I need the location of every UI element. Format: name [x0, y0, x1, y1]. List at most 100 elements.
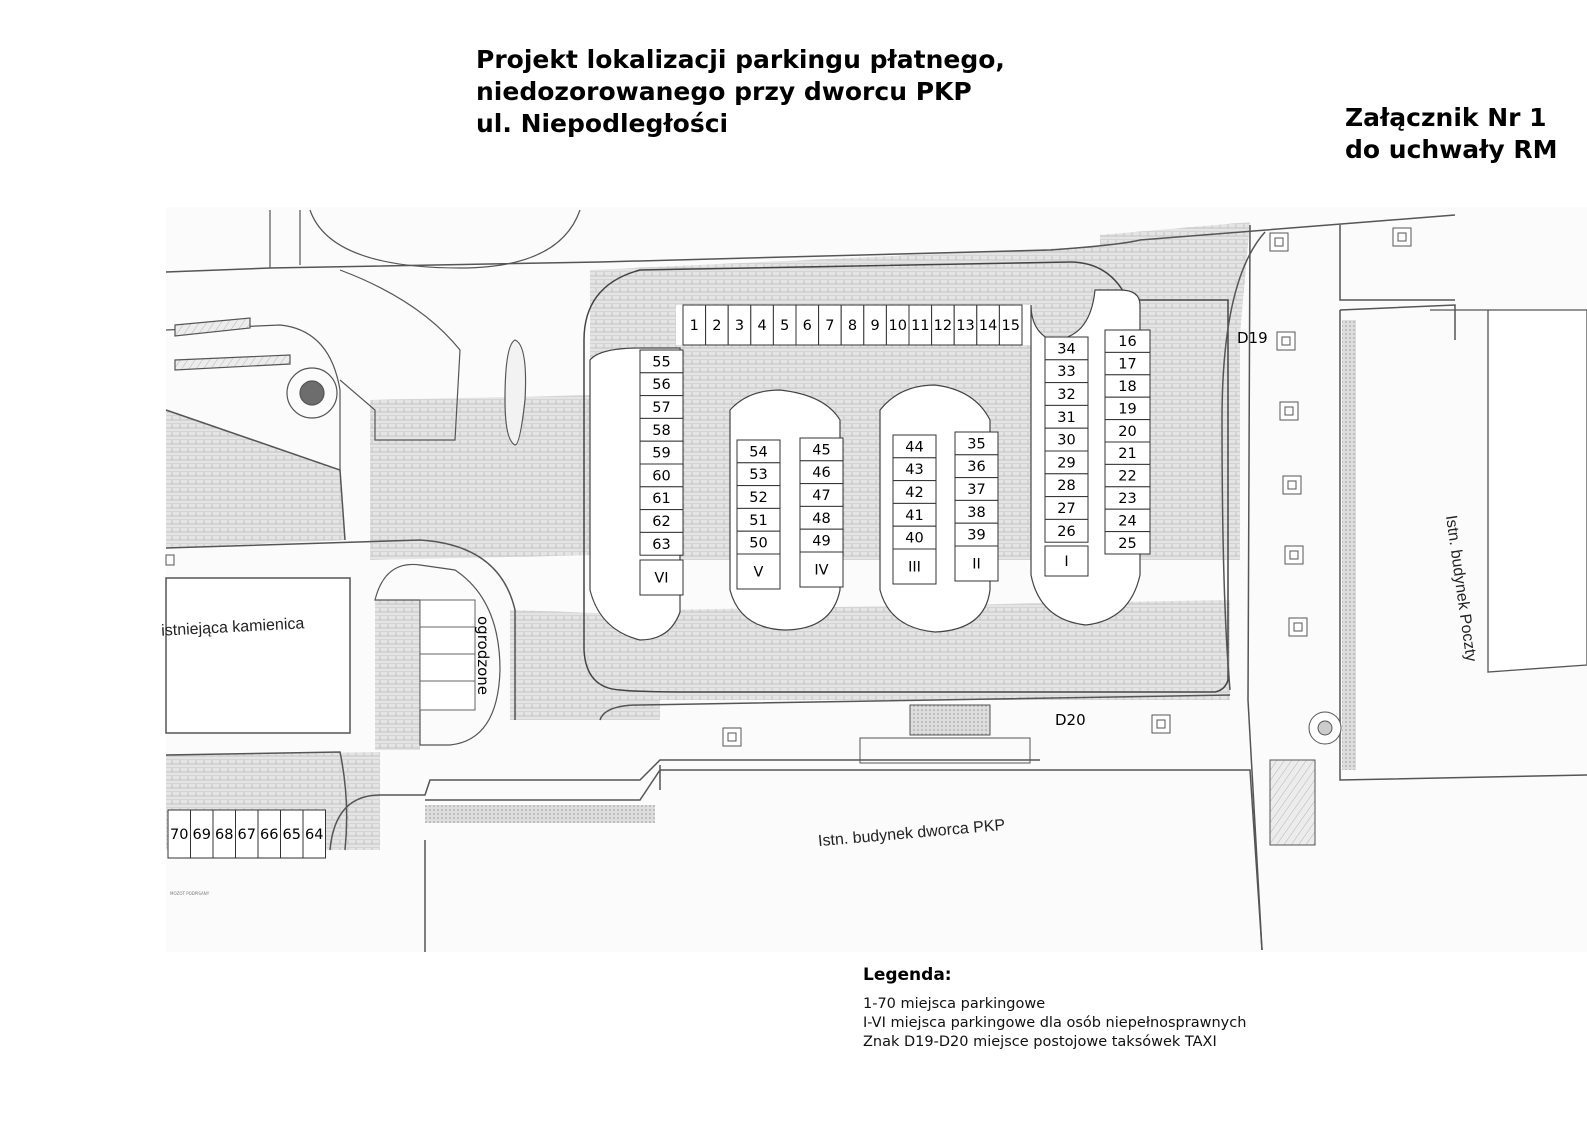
svg-text:46: 46 [812, 465, 830, 481]
svg-text:34: 34 [1057, 341, 1075, 357]
svg-text:21: 21 [1118, 446, 1136, 462]
svg-text:37: 37 [967, 482, 985, 498]
svg-text:27: 27 [1057, 501, 1075, 517]
svg-text:I: I [1064, 554, 1068, 570]
parking-spot-36: 36 [954, 454, 999, 479]
svg-text:28: 28 [1057, 478, 1075, 494]
parking-spot-32: 32 [1044, 382, 1089, 406]
parking-spot-63: 63 [639, 531, 684, 556]
svg-text:15: 15 [1001, 318, 1019, 334]
svg-text:50: 50 [749, 536, 767, 552]
annex-line-1: Załącznik Nr 1 [1345, 103, 1547, 132]
legend-title: Legenda: [863, 965, 952, 985]
svg-text:35: 35 [967, 436, 985, 452]
svg-text:66: 66 [260, 827, 278, 843]
parking-spot-56: 56 [639, 372, 684, 397]
parking-spot-1: 1 [682, 304, 707, 346]
svg-text:5: 5 [780, 318, 789, 334]
svg-text:3: 3 [735, 318, 744, 334]
parking-spot-40: 40 [892, 525, 937, 550]
svg-text:9: 9 [870, 318, 879, 334]
svg-text:33: 33 [1057, 364, 1075, 380]
svg-text:64: 64 [305, 827, 323, 843]
svg-text:42: 42 [905, 485, 923, 501]
svg-text:17: 17 [1118, 357, 1136, 373]
parking-spot-3: 3 [727, 304, 752, 346]
parking-spot-18: 18 [1104, 374, 1151, 398]
svg-text:62: 62 [652, 514, 670, 530]
legend-item-taxi: Znak D19-D20 miejsce postojowe taksówek … [863, 1034, 1217, 1050]
svg-text:67: 67 [238, 827, 256, 843]
parking-spot-46: 46 [799, 460, 844, 485]
parking-spot-30: 30 [1044, 427, 1089, 452]
svg-text:68: 68 [215, 827, 233, 843]
svg-text:12: 12 [934, 318, 952, 334]
title-line-1: Projekt lokalizacji parkingu płatnego, [476, 45, 1005, 74]
svg-text:23: 23 [1118, 491, 1136, 507]
annex-line-2: do uchwały RM [1345, 135, 1558, 164]
svg-text:VI: VI [654, 571, 668, 587]
fenced-label: ogrodzone [474, 616, 492, 695]
svg-text:69: 69 [193, 827, 211, 843]
tenement-building: istniejąca kamienica [161, 554, 351, 734]
parking-spot-51: 51 [736, 507, 781, 532]
parking-spot-53: 53 [736, 462, 781, 487]
parking-spot-29: 29 [1044, 450, 1089, 475]
svg-text:16: 16 [1118, 334, 1136, 350]
parking-spot-25: 25 [1104, 531, 1151, 555]
parking-spot-21: 21 [1104, 441, 1151, 465]
parking-spot-65: 65 [280, 809, 304, 859]
parking-spot-27: 27 [1044, 496, 1089, 520]
parking-spot-19: 19 [1104, 396, 1151, 421]
trees [722, 227, 1412, 747]
svg-text:25: 25 [1118, 536, 1136, 552]
parking-spot-61: 61 [639, 486, 684, 511]
parking-spot-42: 42 [892, 480, 937, 504]
park-roundabout [165, 209, 581, 470]
parking-spot-64: 64 [302, 809, 326, 859]
svg-text:58: 58 [652, 423, 670, 439]
svg-text:63: 63 [652, 537, 670, 553]
svg-text:4: 4 [757, 318, 766, 334]
parking-spot-69: 69 [190, 809, 214, 859]
parking-spot-9: 9 [863, 304, 887, 346]
disabled-spot-IV: IV [799, 551, 844, 588]
svg-text:2: 2 [712, 318, 721, 334]
parking-spot-45: 45 [799, 437, 844, 462]
svg-text:41: 41 [905, 508, 923, 524]
disabled-spot-V: V [736, 553, 781, 590]
parking-spot-4: 4 [750, 304, 774, 346]
svg-text:65: 65 [283, 827, 301, 843]
svg-text:51: 51 [749, 513, 767, 529]
parking-spot-66: 66 [257, 809, 281, 859]
svg-text:26: 26 [1057, 524, 1075, 540]
disabled-spot-III: III [892, 548, 937, 585]
disabled-spot-II: II [954, 545, 999, 582]
svg-text:8: 8 [848, 318, 857, 334]
title-line-3: ul. Niepodległości [476, 109, 729, 138]
fenced-area: ogrodzone [374, 563, 501, 746]
svg-text:44: 44 [905, 439, 923, 455]
svg-text:56: 56 [652, 377, 670, 393]
parking-spot-11: 11 [908, 304, 933, 346]
svg-text:54: 54 [749, 444, 767, 460]
parking-spot-57: 57 [639, 395, 684, 419]
legend: Legenda: 1-70 miejsca parkingowe I-VI mi… [863, 965, 1246, 1052]
parking-spot-35: 35 [954, 431, 999, 456]
disabled-spot-I: I [1044, 545, 1089, 577]
parking-spot-49: 49 [799, 528, 844, 553]
parking-spot-16: 16 [1104, 329, 1151, 353]
svg-text:31: 31 [1057, 410, 1075, 426]
parking-spot-70: 70 [167, 809, 191, 859]
parking-spot-59: 59 [639, 440, 684, 465]
annex-heading: Załącznik Nr 1 do uchwały RM [1345, 102, 1558, 166]
taxi-sign-d20: D20 [1055, 711, 1086, 729]
svg-text:60: 60 [652, 468, 670, 484]
parking-spot-12: 12 [931, 304, 955, 346]
svg-text:70: 70 [170, 827, 188, 843]
parking-spot-60: 60 [639, 463, 684, 488]
parking-spot-54: 54 [736, 439, 781, 464]
svg-text:22: 22 [1118, 469, 1136, 485]
svg-text:IV: IV [814, 563, 828, 579]
